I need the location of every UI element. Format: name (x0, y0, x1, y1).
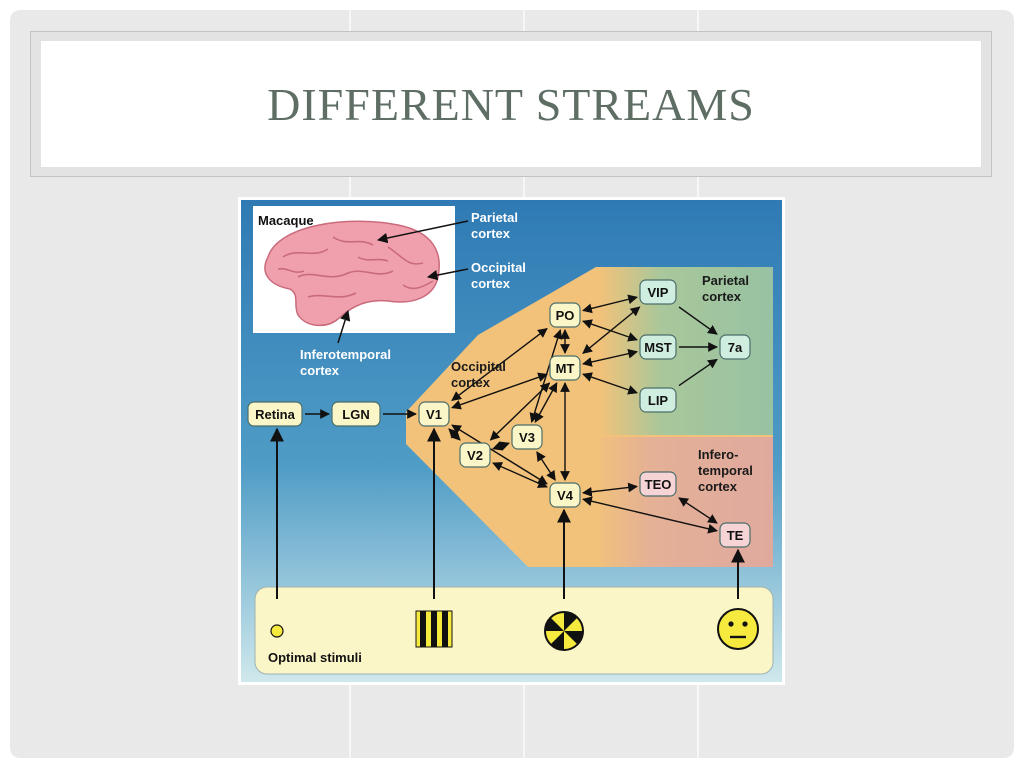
node-mt: MT (549, 355, 581, 381)
face-icon (717, 608, 759, 650)
inferotemporal-region (600, 437, 773, 567)
node-label-po: PO (556, 308, 575, 323)
edge-v2-v3 (492, 441, 510, 451)
node-v2: V2 (459, 442, 491, 468)
stimuli-panel (254, 586, 774, 675)
edge-vip-7a (678, 306, 718, 335)
node-label-7a: 7a (728, 340, 743, 355)
inferotemporal-callout-label: Inferotemporal cortex (300, 347, 395, 378)
node-label-retina: Retina (255, 407, 296, 422)
small-dot-icon (270, 624, 284, 638)
node-label-mt: MT (556, 361, 575, 376)
occipital-callout-line (426, 268, 469, 281)
visual-streams-diagram: Occipital cortex Parietal cortex Infero-… (241, 200, 782, 682)
node-label-v1: V1 (426, 407, 442, 422)
inferotemporal-callout-line (337, 309, 351, 344)
bar-grating-icon (415, 610, 453, 648)
edge-v4-te (582, 496, 718, 534)
parietal-region-label: Parietal cortex (702, 273, 753, 304)
parietal-callout-line (376, 220, 469, 244)
node-teo: TEO (639, 471, 677, 497)
node-v4: V4 (549, 482, 581, 508)
figure-frame: Occipital cortex Parietal cortex Infero-… (238, 197, 785, 685)
node-label-mst: MST (644, 340, 672, 355)
edge-lip-7a (678, 358, 718, 387)
stimuli-label: Optimal stimuli (268, 650, 362, 665)
edge-mt-vip (582, 306, 641, 354)
node-label-lgn: LGN (342, 407, 369, 422)
node-label-vip: VIP (648, 285, 669, 300)
node-label-v3: V3 (519, 430, 535, 445)
edge-v3-mt (534, 382, 558, 423)
node-v1: V1 (418, 401, 450, 427)
node-label-teo: TEO (645, 477, 672, 492)
node-label-lip: LIP (648, 393, 669, 408)
edge-v4-teo (582, 482, 638, 497)
node-mst: MST (639, 334, 677, 360)
parietal-callout-label: Parietal cortex (471, 210, 522, 241)
node-label-te: TE (727, 528, 744, 543)
radial-checkerboard-icon (544, 611, 584, 651)
node-v3: V3 (511, 424, 543, 450)
inferotemporal-region-label: Infero- temporal cortex (698, 447, 757, 494)
species-label: Macaque (258, 213, 314, 228)
node-label-v2: V2 (467, 448, 483, 463)
node-te: TE (719, 522, 751, 548)
occipital-callout-label: Occipital cortex (471, 260, 530, 291)
node-lgn: LGN (331, 401, 381, 427)
slide-title: DIFFERENT STREAMS (267, 78, 755, 130)
node-vip: VIP (639, 279, 677, 305)
title-box (41, 41, 981, 167)
edge-v2-v4 (492, 462, 548, 488)
edge-mt-lip (582, 372, 638, 395)
edge-teo-te (678, 497, 718, 524)
node-retina: Retina (247, 401, 303, 427)
macaque-brain-icon (264, 220, 440, 327)
edge-v3-v4 (536, 451, 556, 481)
edge-mt-mst (582, 348, 638, 367)
node-7a: 7a (719, 334, 751, 360)
node-po: PO (549, 302, 581, 328)
node-label-v4: V4 (557, 488, 574, 503)
node-lip: LIP (639, 387, 677, 413)
